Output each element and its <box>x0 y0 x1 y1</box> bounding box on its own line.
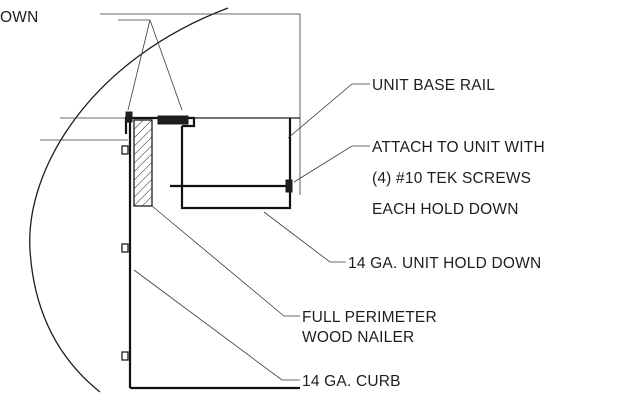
label-top-left-partial: OWN <box>0 9 38 26</box>
leader-curb <box>133 269 300 381</box>
label-unit-base-rail: UNIT BASE RAIL <box>372 77 495 94</box>
label-nailer-line-1: FULL PERIMETER <box>302 309 437 326</box>
curb-fastener-1 <box>121 145 129 155</box>
leader-top-left-b <box>127 19 151 111</box>
detail-frame-top <box>100 13 301 60</box>
label-curb: 14 GA. CURB <box>302 373 401 390</box>
curb-fastener-3 <box>121 351 129 361</box>
leader-attach-screws <box>293 145 370 183</box>
leader-unit-base-rail <box>287 83 370 139</box>
curb-fastener-2 <box>121 243 129 253</box>
label-attach-line-1: ATTACH TO UNIT WITH <box>372 139 545 156</box>
tek-screw-head <box>285 179 293 193</box>
wood-nailer-hatched <box>133 119 153 207</box>
label-nailer-line-2: WOOD NAILER <box>302 329 414 346</box>
detail-boundary-arc <box>29 7 229 393</box>
cap-screw-head <box>157 115 189 125</box>
leader-wood-nailer <box>151 205 300 317</box>
label-attach-line-2: (4) #10 TEK SCREWS <box>372 170 531 187</box>
cap-screw-left <box>125 111 133 123</box>
label-unit-hold-down: 14 GA. UNIT HOLD DOWN <box>348 255 541 272</box>
leader-unit-hold-down <box>263 211 346 263</box>
unit-hold-down-bracket <box>180 118 292 210</box>
leader-top-left-c <box>149 19 183 111</box>
label-attach-line-3: EACH HOLD DOWN <box>372 201 519 218</box>
